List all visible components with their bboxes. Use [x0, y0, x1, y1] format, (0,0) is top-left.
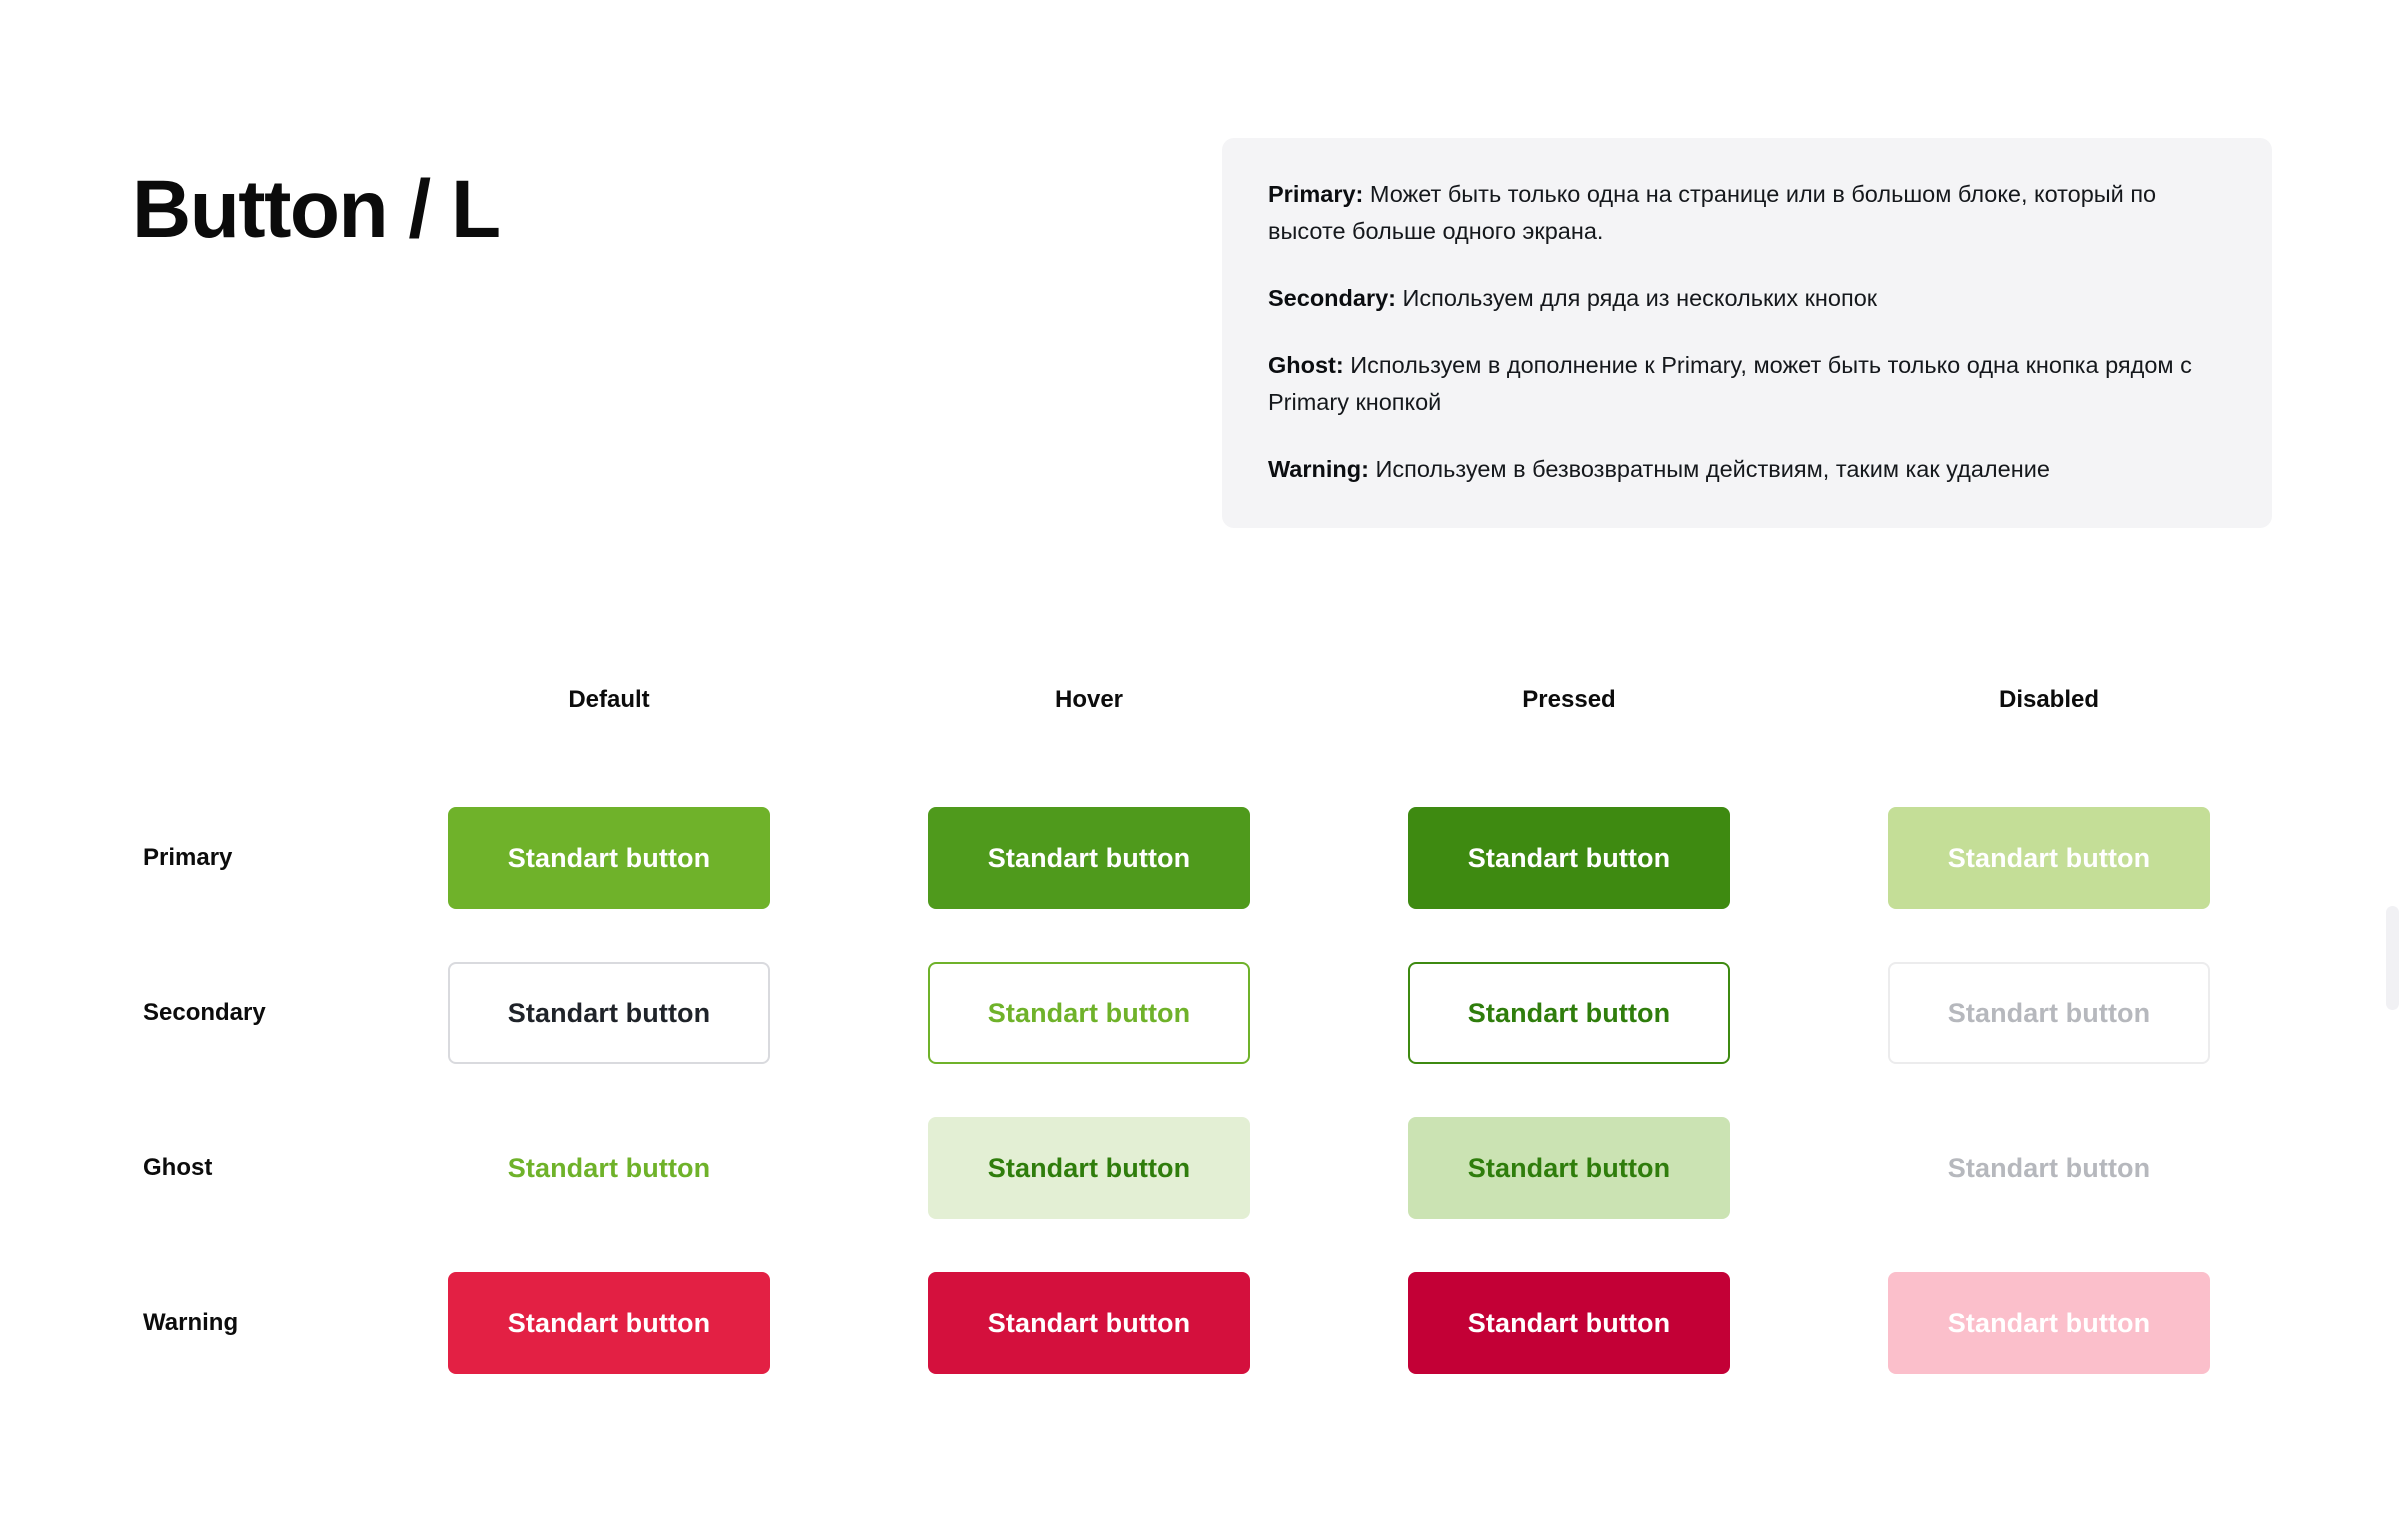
button-secondary-default[interactable]: Standart button — [448, 962, 770, 1064]
row-label-ghost: Ghost — [143, 1154, 213, 1181]
column-header-hover: Hover — [1054, 686, 1124, 713]
page-title: Button / L — [132, 164, 501, 255]
button-warning-default[interactable]: Standart button — [448, 1272, 770, 1374]
vertical-scrollbar[interactable] — [2386, 0, 2400, 1526]
guideline-text-secondary: Используем для ряда из нескольких кнопок — [1396, 285, 1878, 311]
button-ghost-pressed[interactable]: Standart button — [1408, 1117, 1730, 1219]
guideline-row-primary: Primary: Может быть только одна на стран… — [1268, 176, 2226, 250]
usage-guidelines-panel: Primary: Может быть только одна на стран… — [1222, 138, 2272, 528]
row-label-primary: Primary — [143, 844, 233, 871]
guideline-label-ghost: Ghost: — [1268, 352, 1344, 378]
scrollbar-thumb[interactable] — [2386, 906, 2399, 1010]
guideline-row-secondary: Secondary: Используем для ряда из нескол… — [1268, 280, 2226, 317]
guideline-label-warning: Warning: — [1268, 456, 1369, 482]
button-warning-pressed[interactable]: Standart button — [1408, 1272, 1730, 1374]
button-primary-pressed[interactable]: Standart button — [1408, 807, 1730, 909]
button-ghost-hover[interactable]: Standart button — [928, 1117, 1250, 1219]
button-primary-hover[interactable]: Standart button — [928, 807, 1250, 909]
button-secondary-disabled: Standart button — [1888, 962, 2210, 1064]
guideline-label-primary: Primary: — [1268, 181, 1364, 207]
row-label-warning: Warning — [143, 1309, 239, 1336]
guideline-row-ghost: Ghost: Используем в дополнение к Primary… — [1268, 347, 2226, 421]
button-warning-disabled: Standart button — [1888, 1272, 2210, 1374]
button-ghost-disabled: Standart button — [1888, 1117, 2210, 1219]
column-header-default: Default — [568, 686, 650, 713]
guideline-text-ghost: Используем в дополнение к Primary, может… — [1268, 352, 2192, 415]
guideline-text-warning: Используем в безвозвратным действиям, та… — [1368, 456, 2050, 482]
button-ghost-default[interactable]: Standart button — [448, 1117, 770, 1219]
button-primary-default[interactable]: Standart button — [448, 807, 770, 909]
button-secondary-hover[interactable]: Standart button — [928, 962, 1250, 1064]
button-primary-disabled: Standart button — [1888, 807, 2210, 909]
column-header-pressed: Pressed — [1522, 686, 1616, 713]
guideline-row-warning: Warning: Используем в безвозвратным дейс… — [1268, 451, 2226, 488]
column-header-disabled: Disabled — [1998, 686, 2100, 713]
guideline-text-primary: Может быть только одна на странице или в… — [1268, 181, 2157, 244]
guideline-label-secondary: Secondary: — [1268, 285, 1396, 311]
button-secondary-pressed[interactable]: Standart button — [1408, 962, 1730, 1064]
button-warning-hover[interactable]: Standart button — [928, 1272, 1250, 1374]
row-label-secondary: Secondary — [143, 999, 266, 1026]
